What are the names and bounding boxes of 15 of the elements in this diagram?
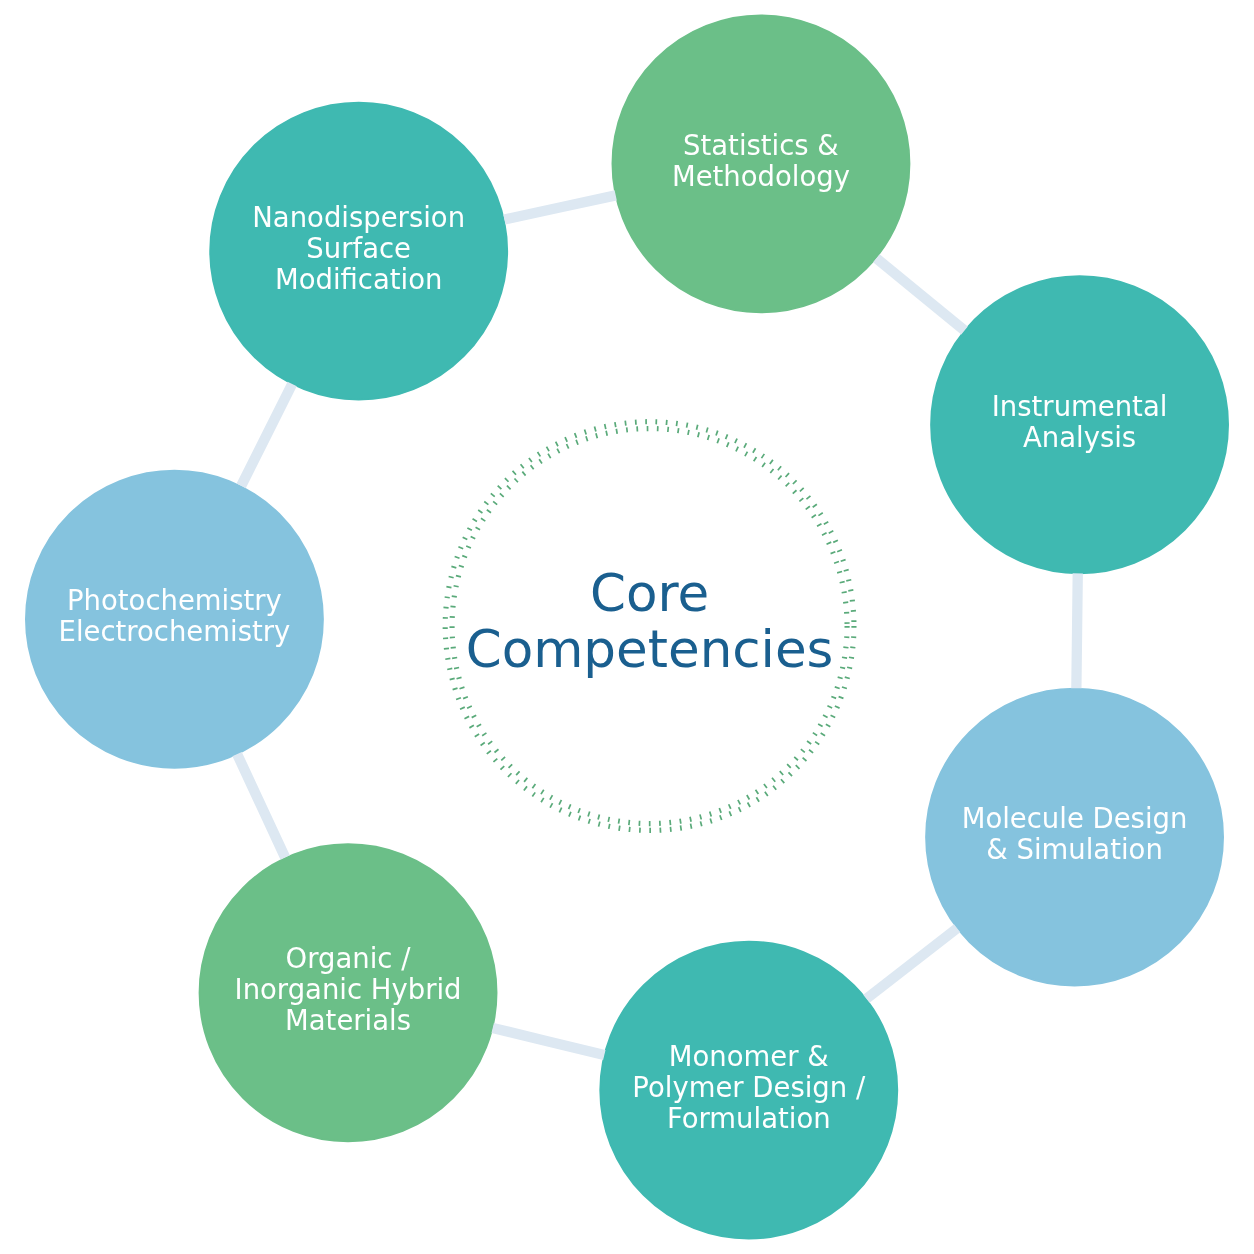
node-circle: Instrumental Analysis bbox=[930, 275, 1229, 575]
connector bbox=[873, 254, 968, 335]
connector bbox=[236, 381, 297, 489]
node-circle: Nanodispersion Surface Modification bbox=[209, 101, 509, 401]
connector bbox=[1071, 573, 1083, 689]
node-circle: Statistics & Methodology bbox=[611, 14, 911, 314]
connector bbox=[863, 924, 961, 1003]
node-circle: Molecule Design & Simulation bbox=[925, 687, 1224, 987]
node-circle: Monomer & Polymer Design / Formulation bbox=[599, 940, 899, 1240]
connector bbox=[232, 751, 290, 860]
node-circle: Photochemistry Electrochemistry bbox=[25, 469, 324, 769]
node-circle: Organic / Inorganic Hybrid Materials bbox=[198, 843, 498, 1143]
connector bbox=[503, 190, 617, 225]
connector bbox=[491, 1022, 606, 1061]
node-circle: Core Competencies bbox=[442, 419, 857, 834]
